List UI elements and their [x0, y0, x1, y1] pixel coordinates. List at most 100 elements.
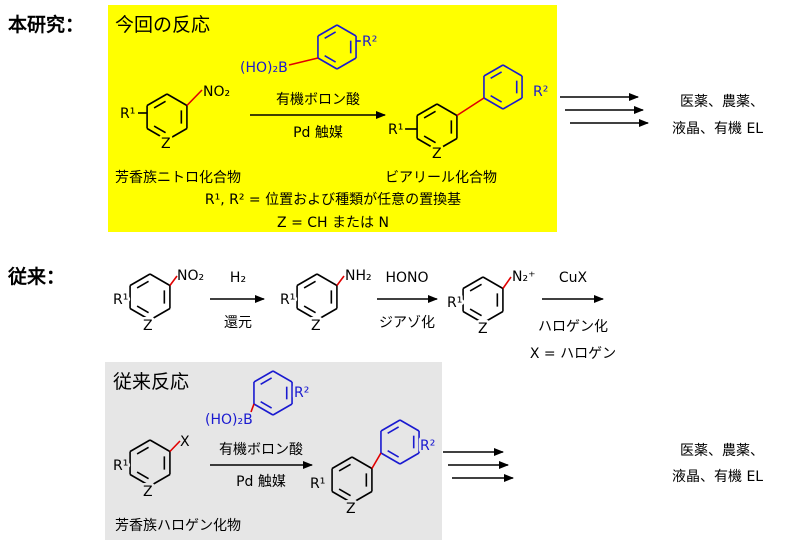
- ring-bond: [482, 276, 504, 290]
- ring-bond: [399, 419, 420, 432]
- ring-bond: [129, 273, 151, 287]
- ring-bond: [316, 307, 338, 321]
- ring-double-bond: [260, 401, 273, 409]
- product-ring-b: [483, 64, 523, 110]
- z-label: Z: [161, 136, 171, 152]
- ring-double-bond: [423, 110, 436, 119]
- ring-bond: [166, 127, 188, 141]
- catalyst-label: Pd 触媒: [236, 474, 286, 490]
- ring-bond: [146, 127, 168, 141]
- ring-bond: [149, 439, 171, 453]
- r1-label: R¹: [447, 295, 462, 311]
- ring-bond: [296, 307, 318, 321]
- ring-bond: [336, 24, 357, 37]
- ring-bond: [416, 137, 438, 151]
- applications-line1: 医薬、農薬、: [680, 94, 764, 110]
- ring-bond: [272, 370, 293, 383]
- product-z-label: Z: [432, 146, 442, 162]
- ring-bond: [149, 473, 171, 487]
- ring-double-bond: [387, 450, 400, 458]
- ring-bond: [331, 490, 353, 504]
- ring-bond: [317, 24, 338, 37]
- ring-bond: [129, 439, 151, 453]
- z-label: Z: [311, 318, 321, 334]
- ring-bond: [380, 419, 401, 432]
- ring-double-bond: [324, 31, 337, 39]
- r1-label: R¹: [280, 292, 295, 308]
- ring-bond: [483, 97, 504, 110]
- new-box-title: 今回の反応: [115, 14, 210, 36]
- ring-bond: [149, 307, 171, 321]
- ring-double-bond: [303, 305, 316, 314]
- product-ring-a: [416, 103, 458, 151]
- ring-bond: [483, 64, 504, 77]
- nitroarene-ring: [146, 93, 188, 141]
- boronic-label: (HO)₂B: [240, 60, 288, 76]
- product-r1-label: R¹: [388, 122, 403, 138]
- biaryl-bond: [371, 452, 382, 469]
- ring-double-bond: [423, 135, 436, 144]
- boronic-label: (HO)₂B: [205, 412, 253, 428]
- aniline-ring: [296, 273, 338, 321]
- boronic-acid-ring: [317, 24, 357, 70]
- ring-bond: [462, 310, 484, 324]
- conventional-box-title: 従来反応: [113, 371, 189, 393]
- applications-line2: 液晶、有機 EL: [672, 121, 763, 137]
- product-r1-label: R¹: [310, 476, 325, 492]
- ring-double-bond: [136, 446, 149, 455]
- product-ring-a: [331, 456, 373, 504]
- step1-reagent: H₂: [230, 270, 246, 286]
- haloarene-ring: [129, 439, 171, 487]
- catalyst-label: Pd 触媒: [293, 125, 343, 141]
- ring-bond: [146, 93, 168, 107]
- applications-line2: 液晶、有機 EL: [672, 469, 763, 485]
- c-b-bond: [250, 403, 255, 413]
- nitro-label: NO₂: [177, 268, 204, 284]
- conventional-reaction-box: [105, 362, 442, 540]
- diazonium-ring: [462, 276, 504, 324]
- ring-double-bond: [469, 308, 482, 317]
- ring-bond: [296, 273, 318, 287]
- ring-bond: [482, 310, 504, 324]
- step1-name: 還元: [224, 315, 252, 331]
- ring-bond: [380, 452, 401, 465]
- applications-line1: 医薬、農薬、: [680, 443, 764, 459]
- diazonium-label: N₂⁺: [512, 269, 535, 285]
- ring-bond: [272, 403, 293, 416]
- z-label: Z: [143, 318, 153, 334]
- r2-label: R²: [362, 34, 377, 50]
- reagent-label: 有機ボロン酸: [219, 442, 303, 458]
- ring-bond: [253, 403, 274, 416]
- ring-bond: [502, 64, 523, 77]
- r1-label: R¹: [120, 106, 135, 122]
- step3-name: ハロゲン化: [538, 319, 608, 335]
- z-label: Z: [143, 484, 153, 500]
- ring-bond: [399, 452, 420, 465]
- ring-double-bond: [387, 426, 400, 434]
- substituent-note: R¹, R² = 位置および種類が任意の置換基: [205, 191, 461, 208]
- ring-double-bond: [324, 55, 337, 63]
- product-ring-b: [380, 419, 420, 465]
- c-n-bond: [502, 276, 512, 289]
- ring-double-bond: [136, 280, 149, 289]
- ring-bond: [317, 57, 338, 70]
- product-r2-label: R²: [533, 84, 548, 100]
- boronic-acid-ring: [253, 370, 293, 416]
- ring-bond: [331, 456, 353, 470]
- nitroarene-ring: [129, 273, 171, 321]
- ring-double-bond: [136, 305, 149, 314]
- ring-bond: [149, 273, 171, 287]
- biaryl-bond: [456, 97, 485, 117]
- step2-reagent: HONO: [385, 270, 428, 286]
- ring-double-bond: [303, 280, 316, 289]
- nitro-label: NO₂: [203, 84, 230, 100]
- c-n-bond: [186, 89, 203, 107]
- halogen-note: X = ハロゲン: [530, 346, 616, 362]
- ring-bond: [316, 273, 338, 287]
- heading-conventional: 従来：: [7, 265, 65, 288]
- ring-double-bond: [260, 377, 273, 385]
- ring-bond: [502, 97, 523, 110]
- ring-bond: [462, 276, 484, 290]
- ring-double-bond: [338, 488, 351, 497]
- amine-label: NH₂: [345, 268, 372, 284]
